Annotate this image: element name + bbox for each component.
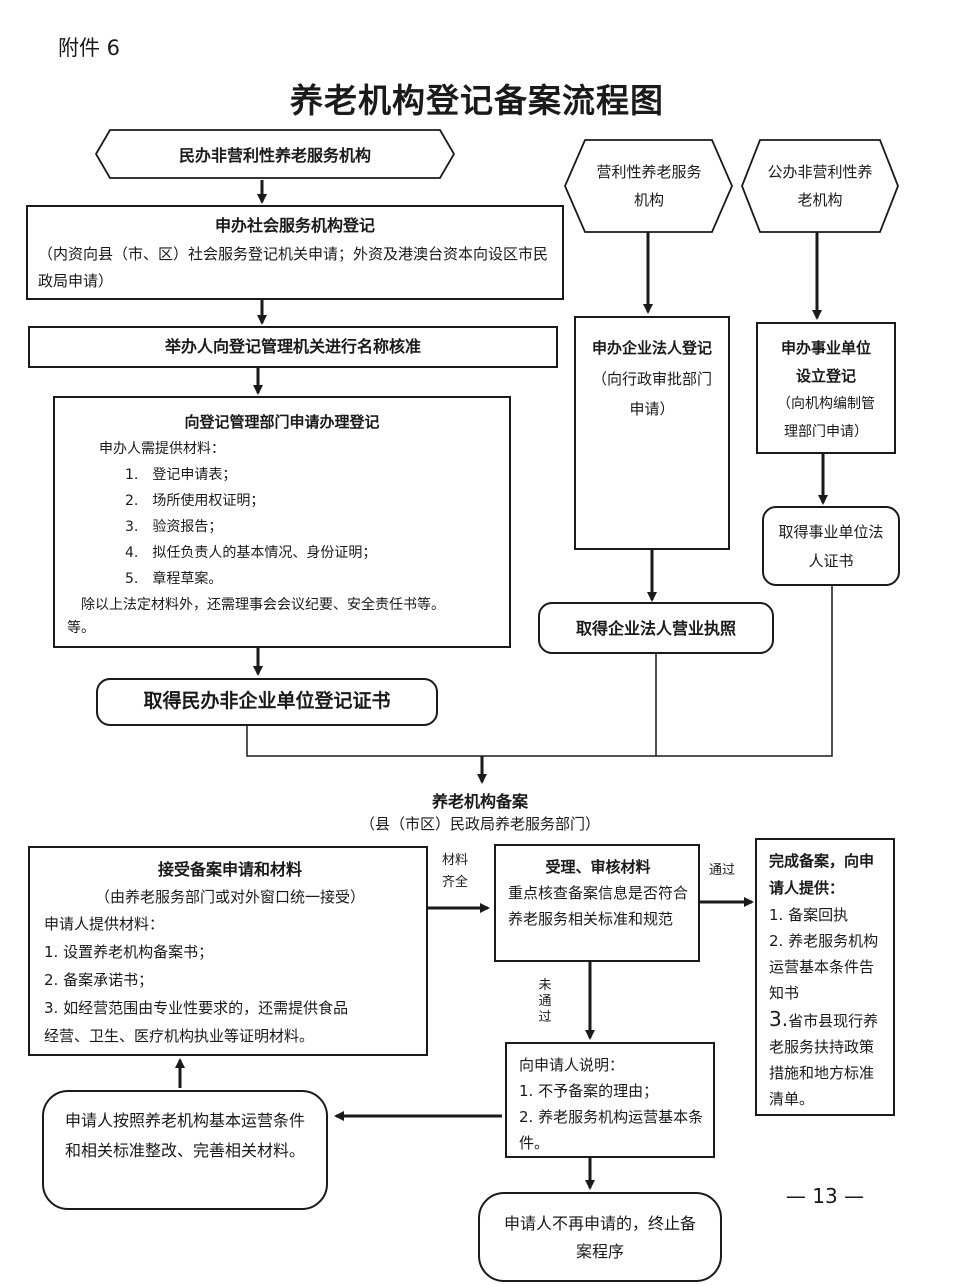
private-nonprofit-certificate: 取得民办非企业单位登记证书	[96, 678, 438, 726]
start-forprofit: 营利性养老服务机构	[596, 163, 702, 209]
accept-item: 1. 设置养老机构备案书；	[44, 943, 214, 961]
public-apply-title: 申办事业单位设立登记	[780, 339, 871, 385]
public-apply-box: 申办事业单位设立登记 （向机构编制管理部门申请）	[756, 322, 896, 454]
public-apply-note: （向机构编制管理部门申请）	[777, 396, 875, 440]
done-item-3: 3.省市县现行养老服务扶持政策措施和地方标准清单。	[769, 1006, 885, 1112]
register-box: 向登记管理部门申请办理登记 申办人需提供材料： 1. 登记申请表； 2. 场所使…	[53, 396, 511, 648]
done-title: 完成备案，向申请人提供：	[769, 852, 875, 897]
label-materials-complete: 材料齐全	[441, 853, 468, 890]
label-pass: 通过	[708, 863, 735, 878]
done-item-3-text: 省市县现行养老服务扶持政策措施和地方标准清单。	[769, 1012, 879, 1108]
filing-title: 养老机构备案	[431, 792, 528, 811]
accept-title: 接受备案申请和材料	[157, 860, 302, 879]
rectify-box: 申请人按照养老机构基本运营条件和相关标准整改、完善相关材料。	[42, 1090, 328, 1210]
label-not-pass: 未通过	[538, 978, 552, 1025]
accept-intro: 申请人提供材料：	[44, 915, 165, 933]
done-item-3-number: 3.	[769, 1007, 789, 1031]
register-extra: 除以上法定材料外，还需理事会会议纪要、安全责任书等。	[81, 597, 445, 613]
enterprise-apply-note: （向行政审批部门申请）	[592, 370, 713, 418]
register-title: 向登记管理部门申请办理登记	[184, 413, 380, 431]
explain-item: 2. 养老服务机构运营基本条件。	[519, 1108, 704, 1152]
enterprise-apply-title: 申办企业法人登记	[592, 339, 713, 357]
review-body: 重点核查备案信息是否符合养老服务相关标准和规范	[508, 884, 689, 928]
register-intro: 申办人需提供材料：	[99, 441, 225, 457]
merge-line	[246, 586, 833, 757]
start-public-nonprofit: 公办非营利性养老机构	[767, 163, 873, 209]
register-item: 1. 登记申请表；	[125, 467, 237, 483]
register-item: 5. 章程草案。	[125, 571, 223, 587]
done-item: 2. 养老服务机构运营基本条件告知书	[769, 932, 879, 1002]
hex-public	[741, 139, 899, 233]
register-item: 4. 拟任负责人的基本情况、身份证明；	[125, 545, 377, 561]
accept-item: 经营、卫生、医疗机构执业等证明材料。	[44, 1027, 315, 1045]
explain-intro: 向申请人说明：	[519, 1056, 625, 1074]
terminate-box: 申请人不再申请的，终止备案程序	[478, 1192, 722, 1282]
attachment-label: 附件 6	[58, 36, 121, 60]
register-item: 3. 验资报告；	[125, 519, 223, 535]
done-box: 完成备案，向申请人提供： 1. 备案回执 2. 养老服务机构运营基本条件告知书 …	[755, 838, 895, 1116]
start-nonprofit-private: 民办非营利性养老服务机构	[178, 146, 371, 165]
filing-subtitle: （县（市区）民政局养老服务部门）	[359, 815, 600, 833]
apply-social-service-title: 申办社会服务机构登记	[214, 216, 375, 235]
hex-forprofit	[564, 139, 733, 233]
accept-item: 2. 备案承诺书；	[44, 971, 154, 989]
accept-list: 1. 设置养老机构备案书； 2. 备案承诺书； 3. 如经营范围由专业性要求的，…	[44, 938, 416, 1050]
explain-item: 1. 不予备案的理由；	[519, 1082, 659, 1100]
register-extra-tail: 等。	[67, 620, 95, 636]
done-item: 1. 备案回执	[769, 906, 849, 924]
page-title: 养老机构登记备案流程图	[290, 81, 664, 120]
review-title: 受理、审核材料	[545, 858, 651, 876]
enterprise-apply-box: 申办企业法人登记 （向行政审批部门申请）	[574, 316, 730, 550]
apply-social-service-box: 申办社会服务机构登记 （内资向县（市、区）社会服务登记机关申请；外资及港澳台资本…	[26, 205, 564, 300]
public-institution-certificate: 取得事业单位法人证书	[762, 506, 900, 586]
name-check-box: 举办人向登记管理机关进行名称核准	[28, 326, 558, 368]
accept-note: （由养老服务部门或对外窗口统一接受）	[94, 888, 365, 906]
hex-left-start	[94, 129, 456, 179]
accept-application-box: 接受备案申请和材料 （由养老服务部门或对外窗口统一接受） 申请人提供材料： 1.…	[28, 846, 428, 1056]
page-number: — 13 —	[785, 1184, 865, 1208]
review-box: 受理、审核材料 重点核查备案信息是否符合养老服务相关标准和规范	[494, 844, 700, 962]
register-list: 1. 登记申请表； 2. 场所使用权证明； 3. 验资报告； 4. 拟任负责人的…	[125, 462, 497, 592]
apply-social-service-note: （内资向县（市、区）社会服务登记机关申请；外资及港澳台资本向设区市民政局申请）	[38, 245, 549, 290]
enterprise-license: 取得企业法人营业执照	[538, 602, 774, 654]
register-item: 2. 场所使用权证明；	[125, 493, 265, 509]
accept-item: 3. 如经营范围由专业性要求的，还需提供食品	[44, 999, 349, 1017]
explain-box: 向申请人说明： 1. 不予备案的理由； 2. 养老服务机构运营基本条件。	[505, 1042, 715, 1158]
